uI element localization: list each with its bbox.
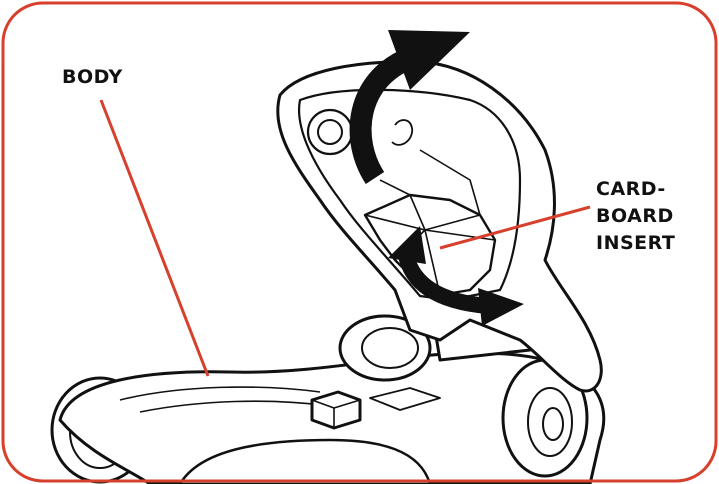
double-headed-curved-arrow-icon	[388, 226, 524, 326]
body-label: BODY	[62, 66, 123, 88]
toy-car-body	[50, 314, 606, 484]
insert-leader-line	[439, 205, 591, 250]
cardboard-insert-label: CARD- BOARD INSERT	[596, 176, 675, 257]
body-leader-line	[99, 99, 210, 377]
cardboard-insert-label-line-1: CARD-	[596, 178, 666, 200]
curved-arrow-up-icon	[349, 30, 470, 185]
cardboard-insert-label-line-2: BOARD	[596, 205, 674, 227]
cardboard-insert-label-line-3: INSERT	[596, 232, 676, 254]
